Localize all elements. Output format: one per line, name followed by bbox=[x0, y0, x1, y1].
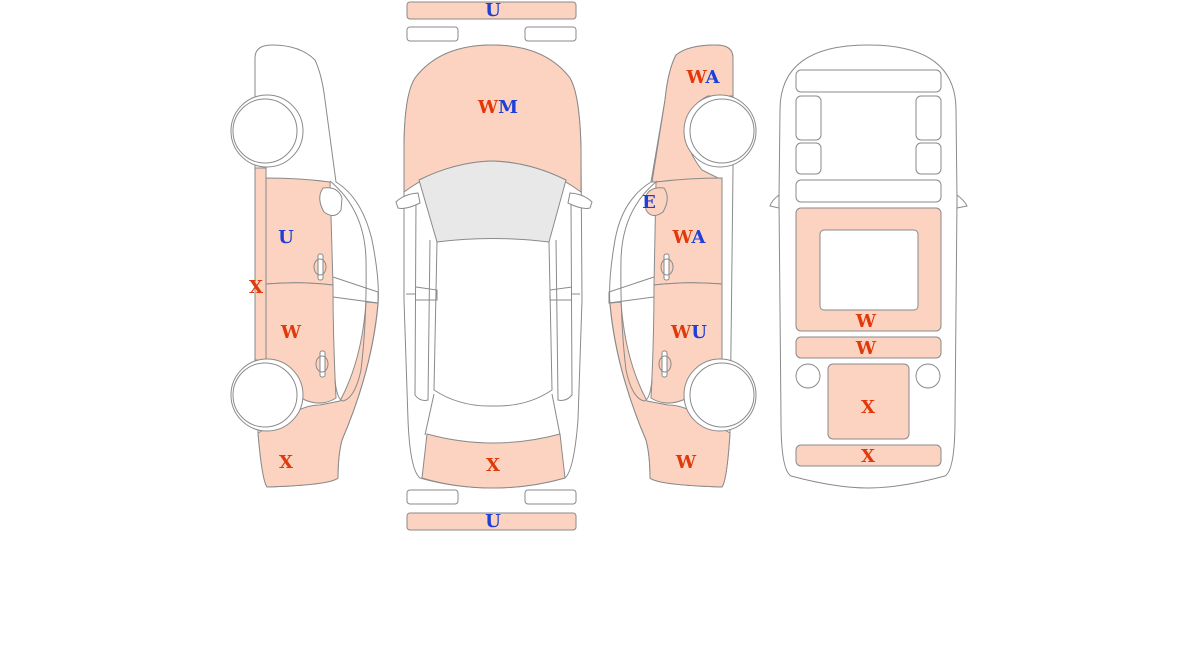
rear-right-lamp[interactable] bbox=[524, 489, 577, 505]
mark-left-rear-door: W bbox=[280, 322, 302, 343]
damage-code-w: W bbox=[675, 452, 697, 473]
left-rear-door-handle[interactable] bbox=[315, 350, 329, 378]
right-rear-wheel[interactable] bbox=[683, 358, 757, 432]
rear-crossmember[interactable] bbox=[795, 336, 942, 359]
mark-right-mirror: E bbox=[642, 192, 656, 213]
damage-code-a: A bbox=[705, 67, 721, 88]
left-rear-suspension-mount[interactable] bbox=[795, 363, 821, 389]
damage-code-m: M bbox=[498, 97, 518, 118]
left-side-mirror[interactable] bbox=[319, 187, 343, 216]
damage-code-x: X bbox=[279, 452, 293, 473]
damage-code-w: W bbox=[671, 227, 693, 248]
damage-code-u: U bbox=[485, 0, 501, 21]
front-left-strut[interactable] bbox=[795, 95, 822, 141]
mark-rear-crossmember: W bbox=[855, 338, 877, 359]
front-crossmember[interactable] bbox=[795, 69, 942, 93]
front-right-lamp[interactable] bbox=[524, 26, 577, 42]
left-b-pillar-trim bbox=[332, 276, 379, 304]
left-rear-wheel[interactable] bbox=[230, 358, 304, 432]
mark-front-bumper: U bbox=[485, 0, 501, 21]
damage-code-labels: U WM X U U X W X WA E WA WU W W W X X bbox=[249, 0, 877, 532]
damage-code-x: X bbox=[861, 397, 875, 418]
left-front-wheel[interactable] bbox=[230, 94, 304, 168]
damage-code-u: U bbox=[278, 227, 294, 248]
mark-right-rear-door: WU bbox=[670, 322, 707, 343]
cabin-roof-lines bbox=[433, 241, 553, 407]
top-right-b-pillar bbox=[549, 286, 580, 301]
mark-left-front-door: U bbox=[278, 227, 294, 248]
damage-code-w: W bbox=[855, 338, 877, 359]
mark-rear-bumper: U bbox=[485, 511, 501, 532]
left-window-frame bbox=[329, 180, 367, 402]
damage-code-x: X bbox=[486, 455, 500, 476]
mark-floor-panel: X bbox=[861, 397, 875, 418]
right-front-door-handle[interactable] bbox=[660, 253, 674, 281]
damage-code-w: W bbox=[670, 322, 692, 343]
damage-code-w: W bbox=[855, 311, 877, 332]
top-right-mirror[interactable] bbox=[567, 192, 593, 209]
rear-panel[interactable] bbox=[795, 444, 942, 467]
right-b-pillar-trim bbox=[608, 276, 655, 304]
front-left-lamp[interactable] bbox=[406, 26, 459, 42]
mark-right-front-door: WA bbox=[671, 227, 706, 248]
left-inner-apron[interactable] bbox=[795, 142, 822, 175]
top-left-mirror[interactable] bbox=[395, 192, 421, 209]
mark-trunk-lid: X bbox=[486, 455, 500, 476]
damage-code-x: X bbox=[249, 277, 263, 298]
damage-code-w: W bbox=[280, 322, 302, 343]
damage-code-u: U bbox=[485, 511, 501, 532]
right-rear-door-handle[interactable] bbox=[658, 350, 672, 378]
right-rear-suspension-mount[interactable] bbox=[915, 363, 941, 389]
right-inner-apron[interactable] bbox=[915, 142, 942, 175]
mark-left-rocker: X bbox=[249, 277, 263, 298]
right-side-mirror[interactable] bbox=[644, 187, 668, 216]
windshield[interactable] bbox=[418, 160, 567, 243]
top-view bbox=[395, 1, 593, 531]
right-window-frame bbox=[620, 180, 658, 402]
rear-window-lines bbox=[424, 393, 561, 436]
trunk-floor-panel[interactable] bbox=[827, 363, 910, 440]
frame-left-mirror bbox=[769, 194, 780, 209]
trunk-lid-panel[interactable] bbox=[421, 433, 566, 489]
damage-code-a: A bbox=[691, 227, 707, 248]
dash-panel[interactable] bbox=[795, 179, 942, 203]
mark-hood: WM bbox=[477, 97, 518, 118]
front-bumper[interactable] bbox=[406, 1, 577, 20]
left-door-lines bbox=[414, 199, 431, 401]
damage-code-x: X bbox=[861, 446, 875, 467]
frame-right-mirror bbox=[956, 194, 968, 209]
damage-code-u: U bbox=[691, 322, 707, 343]
top-left-b-pillar bbox=[406, 286, 438, 301]
damage-code-w: W bbox=[477, 97, 499, 118]
damage-code-e: E bbox=[642, 192, 656, 213]
left-side-view bbox=[230, 44, 379, 488]
right-side-view bbox=[608, 44, 757, 488]
left-rocker-panel[interactable] bbox=[254, 167, 267, 361]
mark-rear-panel: X bbox=[861, 446, 875, 467]
damage-code-w: W bbox=[685, 67, 707, 88]
right-front-wheel[interactable] bbox=[683, 94, 757, 168]
right-door-lines bbox=[555, 199, 573, 401]
mark-right-rear-quarter: W bbox=[675, 452, 697, 473]
frame-view bbox=[769, 44, 968, 489]
front-right-strut[interactable] bbox=[915, 95, 942, 141]
left-front-door-handle[interactable] bbox=[313, 253, 327, 281]
rear-bumper[interactable] bbox=[406, 512, 577, 531]
mark-left-rear-quarter: X bbox=[279, 452, 293, 473]
mark-roof: W bbox=[855, 311, 877, 332]
sunroof-opening bbox=[819, 229, 919, 311]
rear-left-lamp[interactable] bbox=[406, 489, 459, 505]
mark-right-front-fender: WA bbox=[685, 67, 720, 88]
